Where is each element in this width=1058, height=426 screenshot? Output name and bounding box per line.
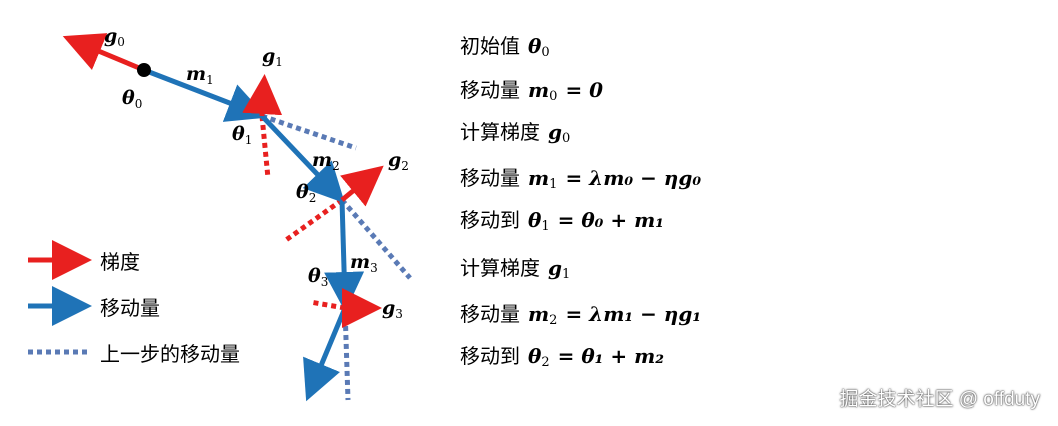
step-line: 移动到 θ2 = θ₁ + m₂: [460, 340, 664, 370]
label-m1: m1: [186, 63, 214, 87]
momentum-arrow-m1: [143, 67, 268, 122]
step-symbol: g: [548, 120, 562, 144]
step-symbol: g: [548, 256, 562, 280]
momentum-arrow-m4: [303, 307, 348, 402]
label-g2: g2: [388, 149, 409, 173]
legend-prev-momentum-label: 上一步的移动量: [100, 342, 240, 366]
step-rhs: = λm₁ − ηg₁: [565, 302, 702, 326]
prev-momentum-line-3: [342, 307, 351, 401]
label-g0: g0: [104, 25, 125, 49]
watermark: 掘金技术社区 @ offduty: [839, 389, 1040, 410]
step-line: 移动到 θ1 = θ₀ + m₁: [460, 204, 664, 234]
neg-gradient-line-3: [309, 299, 346, 311]
legend-momentum-label: 移动量: [100, 296, 160, 320]
step-symbol: θ: [528, 344, 542, 368]
gradient-arrow-g1: [242, 74, 283, 117]
momentum-arrow-m3: [324, 199, 365, 312]
label-theta0: θ0: [122, 87, 142, 111]
neg-gradient-line-2: [284, 197, 344, 243]
momentum-arrow-m2: [260, 114, 345, 204]
step-formula: θ1 = θ₀ + m₁: [528, 208, 665, 234]
neg-gradient-line-1: [259, 115, 271, 179]
step-formula: g0: [548, 120, 571, 146]
step-formula: g1: [548, 256, 571, 282]
step-formula: m2 = λm₁ − ηg₁: [528, 302, 702, 328]
step-text: 计算梯度: [460, 256, 540, 280]
step-subscript: 2: [549, 313, 558, 328]
step-text: 计算梯度: [460, 120, 540, 144]
step-subscript: 0: [561, 131, 571, 146]
step-rhs: = θ₀ + m₁: [557, 208, 665, 232]
step-line: 移动量 m2 = λm₁ − ηg₁: [460, 298, 701, 328]
step-line: 计算梯度 g1: [460, 252, 570, 282]
step-symbol: m: [528, 302, 550, 326]
label-theta1: θ1: [232, 123, 252, 147]
step-text: 初始值: [460, 34, 520, 58]
step-symbol: θ: [528, 34, 542, 58]
step-symbol: θ: [528, 208, 542, 232]
step-text: 移动到: [460, 344, 520, 368]
step-subscript: 0: [549, 89, 558, 104]
label-theta3: θ3: [308, 265, 328, 289]
step-formula: m1 = λm₀ − ηg₀: [528, 166, 702, 192]
step-symbol: m: [528, 166, 550, 190]
step-line: 移动量 m1 = λm₀ − ηg₀: [460, 162, 701, 192]
step-line: 初始值 θ0: [460, 30, 550, 60]
step-subscript: 2: [541, 355, 550, 370]
label-m3: m3: [350, 251, 378, 275]
step-formula: θ2 = θ₁ + m₂: [528, 344, 665, 370]
gradient-arrow-g2: [340, 165, 384, 207]
step-rhs: = 0: [565, 78, 604, 102]
label-theta2: θ2: [296, 181, 316, 205]
step-subscript: 1: [549, 177, 558, 192]
label-g3: g3: [382, 297, 403, 321]
step-text: 移动量: [460, 166, 520, 190]
step-text: 移动量: [460, 302, 520, 326]
step-subscript: 0: [541, 45, 550, 60]
step-subscript: 1: [561, 267, 571, 282]
step-symbol: m: [528, 78, 550, 102]
step-line: 移动量 m0 = 0: [460, 74, 603, 104]
prev-momentum-line-1: [261, 113, 357, 151]
label-g1: g1: [262, 45, 283, 69]
step-text: 移动量: [460, 78, 520, 102]
legend-gradient-label: 梯度: [100, 250, 140, 274]
step-rhs: = λm₀ − ηg₀: [565, 166, 702, 190]
label-m2: m2: [312, 149, 340, 173]
step-formula: θ0: [528, 34, 550, 60]
initial-point: [137, 63, 151, 77]
step-subscript: 1: [541, 219, 550, 234]
step-text: 移动到: [460, 208, 520, 232]
step-rhs: = θ₁ + m₂: [557, 344, 665, 368]
step-line: 计算梯度 g0: [460, 116, 570, 146]
step-formula: m0 = 0: [528, 78, 604, 104]
gradient-arrow-g0: [62, 33, 145, 73]
